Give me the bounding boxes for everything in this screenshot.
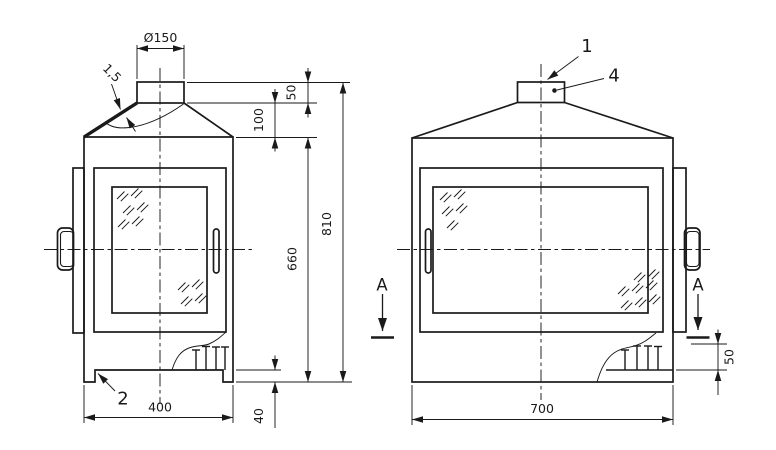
latch-handle: [683, 227, 701, 271]
latch-handle: [56, 227, 75, 271]
part-label-4: 4: [552, 66, 620, 93]
dim-grate-height: 50: [676, 329, 737, 395]
dim-text-grate-height: 50: [722, 349, 737, 365]
section-a-left-text: A: [376, 276, 388, 295]
dim-text-overall-height: 810: [319, 212, 334, 236]
dim-overall-height: 810: [319, 82, 347, 382]
wide-view: [397, 64, 710, 400]
section-marker-a-left: A: [371, 276, 394, 339]
stove-body: [83, 136, 234, 383]
part-label-1: 1: [547, 36, 593, 80]
dim-text-wide-width: 700: [530, 401, 554, 416]
dim-narrow-width: 400: [83, 385, 234, 423]
dim-text-collar-height: 50: [284, 85, 299, 101]
hood-slope-left: [411, 101, 518, 139]
door-glass: [432, 186, 649, 314]
door-frame: [93, 167, 227, 333]
part-label-1-text: 1: [581, 36, 592, 57]
dim-text-hood-height: 100: [251, 108, 266, 132]
dim-plinth-height: 40: [236, 355, 281, 428]
section-a-right-text: A: [692, 276, 704, 295]
narrow-view: [44, 68, 252, 404]
hood-slope-left-thick: [83, 101, 138, 139]
hood-inner-curve: [105, 103, 184, 129]
flue-collar: [136, 81, 185, 104]
door-frame: [419, 167, 664, 333]
glass-hatch-marks: [439, 189, 661, 311]
dim-hood-height: 100: [236, 89, 317, 152]
leader-dot: [552, 88, 557, 93]
grate-cutaway: [171, 331, 229, 371]
dim-flue-diameter: Ø150: [136, 30, 185, 79]
hood-slope-right: [564, 101, 674, 139]
dim-wide-width: 700: [411, 385, 674, 425]
door-handle: [212, 228, 220, 274]
flue-collar: [516, 81, 566, 104]
break-line: [596, 332, 657, 383]
part-label-2: 2: [97, 373, 129, 410]
dim-text-door-section-height: 660: [285, 247, 300, 271]
hood-slope-right: [183, 102, 234, 138]
dim-text-flue-diameter: Ø150: [144, 30, 178, 45]
glass-hatch-marks: [116, 188, 207, 307]
grate-cutaway: [596, 332, 673, 383]
dim-text-narrow-width: 400: [148, 400, 172, 415]
part-label-2-text: 2: [117, 389, 128, 410]
dim-text-plinth-height: 40: [251, 408, 266, 424]
part-label-4-text: 4: [608, 66, 619, 87]
break-line: [171, 331, 227, 371]
section-marker-a-right: A: [686, 276, 710, 339]
dim-door-section-height: 660: [236, 137, 352, 383]
door-handle: [424, 228, 432, 274]
dim-collar-height: 50: [187, 68, 350, 118]
grate-bars: [621, 345, 662, 370]
door-glass: [111, 186, 208, 314]
grate-bars: [192, 345, 229, 370]
